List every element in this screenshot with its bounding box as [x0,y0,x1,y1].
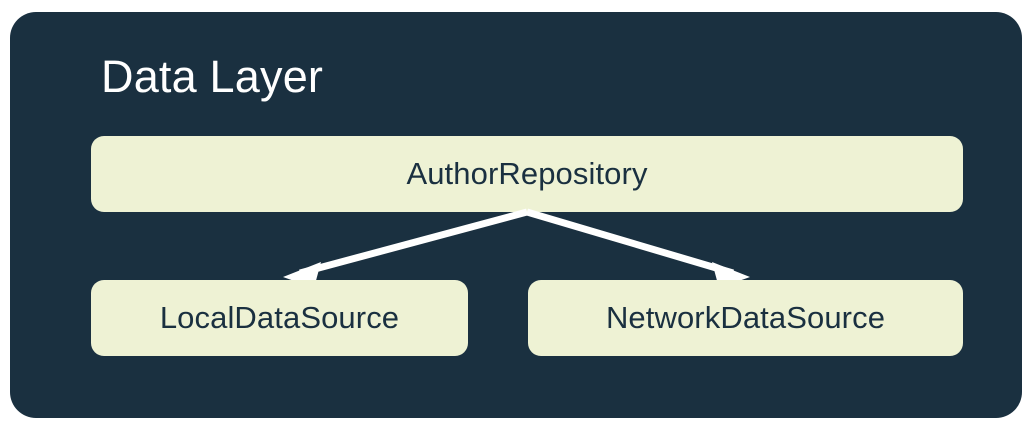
node-local-data-source[interactable]: LocalDataSource [91,280,468,356]
data-layer-panel: Data Layer [10,12,1022,418]
node-label: AuthorRepository [406,156,648,191]
node-author-repository[interactable]: AuthorRepository [91,136,963,212]
page-title: Data Layer [101,51,324,102]
node-network-data-source[interactable]: NetworkDataSource [528,280,963,356]
node-label: NetworkDataSource [605,300,886,335]
node-label: LocalDataSource [159,300,400,335]
